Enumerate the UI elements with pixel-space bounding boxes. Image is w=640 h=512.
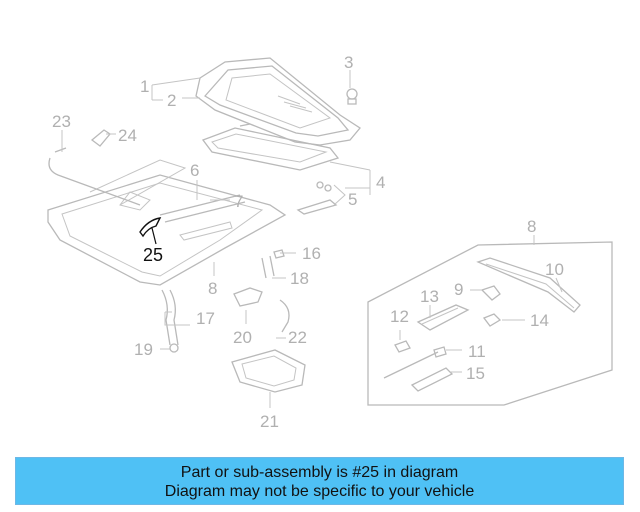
banner-line-2: Diagram may not be specific to your vehi…	[164, 483, 475, 500]
callout-16: 16	[302, 244, 321, 263]
callout-13: 13	[420, 287, 439, 306]
drain-hoses	[161, 249, 285, 353]
callout-14: 14	[530, 311, 549, 330]
callout-20: 20	[233, 328, 252, 347]
clips-5	[296, 181, 338, 215]
callout-19: 19	[134, 340, 153, 359]
callout-5: 5	[348, 190, 357, 209]
callout-17: 17	[196, 309, 215, 328]
leader-lines-left	[61, 70, 371, 408]
callout-11: 11	[468, 342, 486, 361]
subassembly-8	[367, 235, 613, 406]
callout-10: 10	[545, 260, 564, 279]
bolt-3	[346, 88, 358, 105]
callout-7: 7	[234, 192, 243, 211]
deflector-24	[90, 129, 111, 147]
info-banner: Part or sub-assembly is #25 in diagram D…	[15, 457, 624, 505]
callout-8-main: 8	[208, 279, 217, 298]
callout-21: 21	[260, 412, 279, 431]
housing-21	[231, 349, 306, 393]
banner-line-1: Part or sub-assembly is #25 in diagram	[180, 464, 459, 481]
callout-12: 12	[390, 307, 409, 326]
callout-22: 22	[288, 328, 307, 347]
drain-rail-23	[48, 147, 141, 206]
callout-2: 2	[167, 91, 176, 110]
callout-4: 4	[376, 173, 385, 192]
part-25-highlight	[139, 217, 162, 245]
callout-15: 15	[466, 364, 485, 383]
glass-panel	[195, 57, 361, 146]
callout-24: 24	[118, 126, 137, 145]
callout-1: 1	[140, 77, 149, 96]
callout-3: 3	[344, 53, 353, 72]
callout-25: 25	[143, 245, 163, 265]
callout-8-box: 8	[527, 217, 536, 236]
callout-23: 23	[52, 112, 71, 131]
bracket-20	[233, 287, 290, 333]
frame-seal	[201, 127, 340, 171]
parts-diagram: 1 2 3 4 5 6 7 8 8 9 10 11 12 13 14 15 16…	[47, 53, 613, 431]
callout-18: 18	[290, 269, 309, 288]
callout-9: 9	[454, 280, 463, 299]
callout-6: 6	[190, 161, 199, 180]
roof-frame	[47, 159, 287, 286]
